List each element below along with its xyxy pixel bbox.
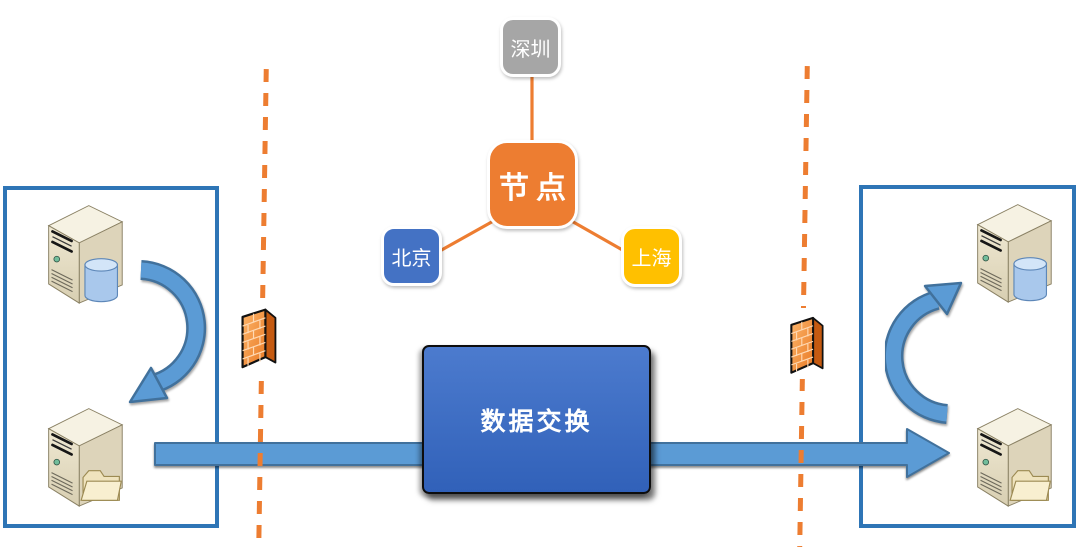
node-beijing: 北京: [381, 226, 442, 286]
right-firewall: [783, 308, 830, 379]
firewall-icon: [787, 312, 827, 376]
left-firewall: [234, 300, 284, 374]
left-bottom-server: [38, 395, 130, 513]
right-bottom-server: [967, 395, 1059, 513]
node-shenzhen: 深圳: [500, 17, 561, 77]
left-sync-arrow: [128, 260, 207, 404]
node-beijing-label: 北京: [391, 247, 432, 270]
firewall-icon: [238, 304, 280, 370]
data-exchange-box: 数据交换: [422, 345, 651, 494]
right-datacenter-frame: [859, 185, 1076, 528]
node-hub-label: 节点: [499, 171, 573, 205]
node-hub: 节点: [487, 140, 578, 229]
left-top-server: [38, 192, 130, 310]
left-datacenter-frame: [3, 186, 219, 528]
node-shenzhen-label: 深圳: [510, 38, 551, 61]
node-shanghai: 上海: [621, 226, 682, 287]
topology-connector-lines: [436, 75, 628, 254]
data-exchange-label: 数据交换: [480, 407, 593, 436]
right-top-server: [967, 192, 1059, 308]
right-sync-arrow: [885, 281, 963, 424]
node-shanghai-label: 上海: [631, 248, 672, 270]
